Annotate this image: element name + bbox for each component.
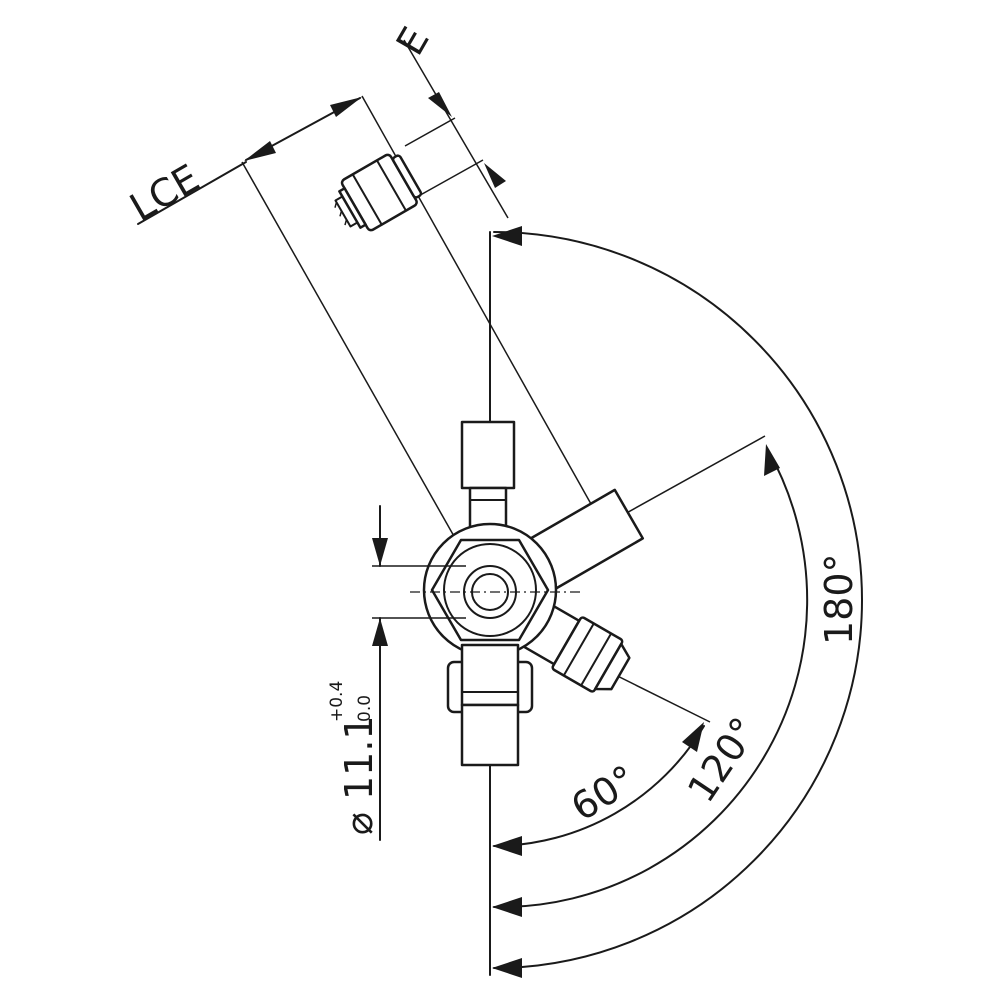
lce-arrow-left	[244, 141, 276, 161]
bottom-neck	[460, 643, 520, 707]
hex-inner-ring	[443, 543, 537, 637]
arrow-180-bottom	[492, 958, 522, 978]
tolerance-lower: 0.0	[355, 695, 375, 722]
diameter-symbol: ⌀	[337, 812, 381, 835]
arc-120	[493, 449, 809, 909]
top-tube	[460, 420, 516, 490]
arc-60	[493, 725, 705, 847]
angle-dimensions	[489, 226, 863, 978]
lce-leader	[137, 161, 247, 225]
diameter-dimension: ⌀ 11.1 +0.4 0.0	[327, 505, 466, 841]
lower-port	[518, 599, 631, 693]
e-arrow-bottom	[484, 163, 506, 188]
arrow-180-top	[492, 226, 522, 246]
arc-180	[493, 231, 863, 969]
e-extension-1	[404, 117, 456, 147]
hex-nut	[430, 538, 550, 642]
label-angle-120: 120°	[679, 710, 767, 810]
arrow-60-bottom	[492, 836, 522, 856]
label-angle-60: 60°	[563, 757, 643, 830]
valve-body	[410, 420, 645, 767]
lce-extension-left	[241, 161, 456, 539]
arrow-120-bottom	[492, 897, 522, 917]
tolerance-upper: +0.4	[327, 681, 347, 722]
bottom-tube	[460, 703, 520, 767]
e-arrow-top	[428, 92, 452, 117]
length-dimensions: LCE E	[123, 20, 601, 539]
e-dimension-line	[403, 39, 509, 219]
diameter-arrow-top	[372, 538, 388, 566]
arrow-60-top	[682, 722, 704, 752]
diameter-value: 11.1	[337, 715, 381, 800]
lce-arrow-right	[330, 97, 362, 117]
label-e: E	[388, 20, 438, 63]
diameter-arrow-bottom	[372, 618, 388, 646]
label-lce: LCE	[123, 156, 207, 230]
arrow-120-top	[764, 444, 780, 476]
e-extension-2	[414, 159, 484, 199]
service-connector	[334, 153, 423, 232]
label-angle-180: 180°	[817, 553, 861, 645]
